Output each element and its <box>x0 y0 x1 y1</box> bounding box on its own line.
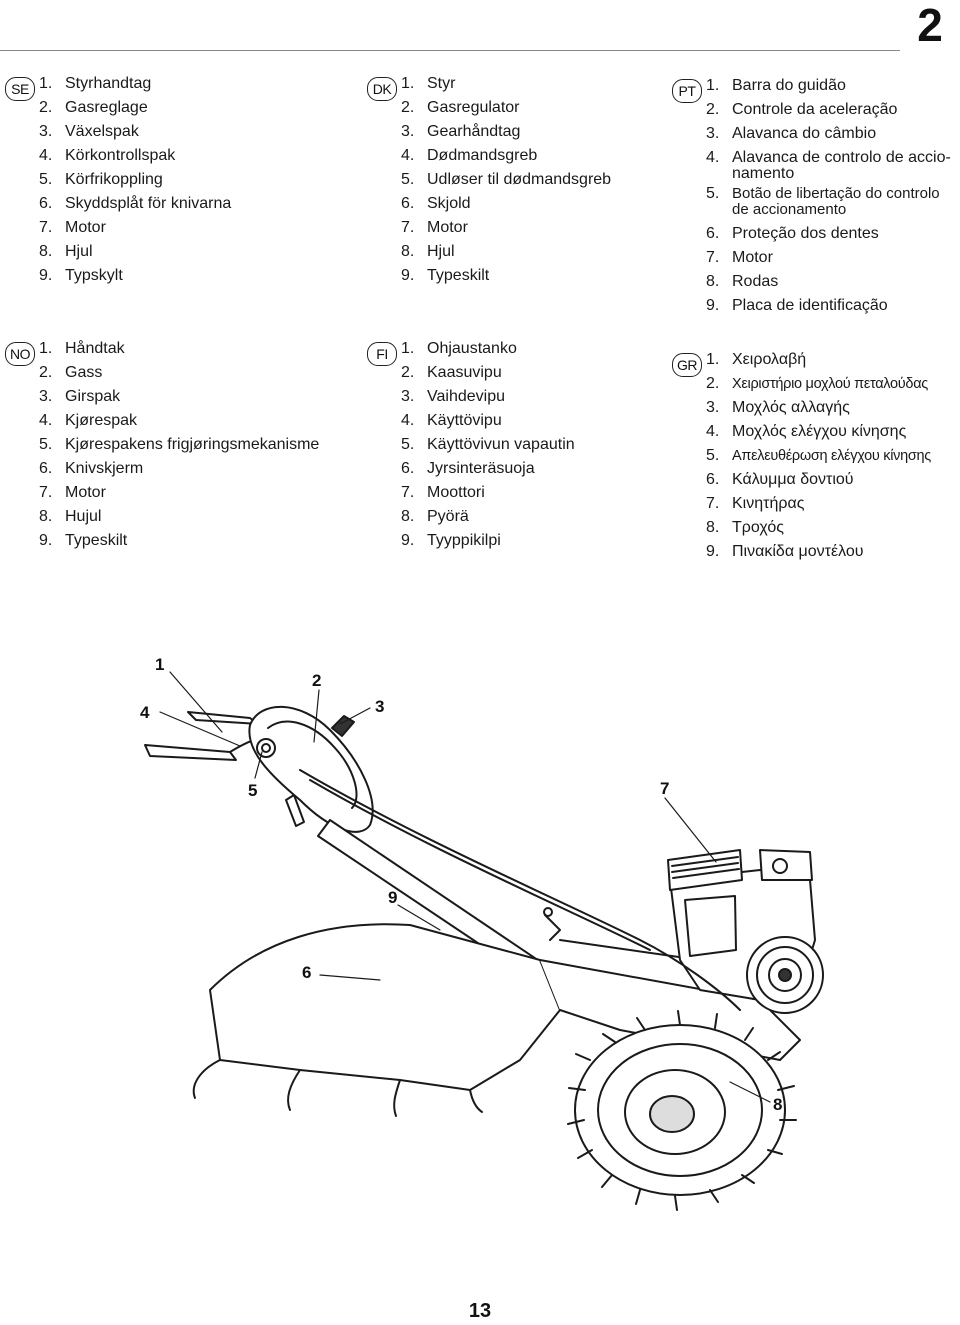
list-item: 1.Styrhandtag <box>39 75 152 92</box>
control-console <box>248 705 374 833</box>
engine-air-filter <box>667 849 743 891</box>
leader-9 <box>397 904 441 931</box>
callout-4: 4 <box>140 703 150 722</box>
leader-1 <box>169 671 223 733</box>
list-item: 7.Moottori <box>401 484 485 501</box>
list-item: 5.Απελευθέρωση ελέγχου κίνησης <box>706 447 931 464</box>
list-item: 9.Typeskilt <box>401 267 490 284</box>
list-item: 9.Tyyppikilpi <box>401 532 501 549</box>
list-item: 5.Udløser til dødmandsgreb <box>401 171 612 188</box>
parts-list-se: 1.Styrhandtag 2.Gasreglage 3.Växelspak 4… <box>39 72 231 288</box>
list-item: 6.Knivskjerm <box>39 460 144 477</box>
parts-list-fi: 1.Ohjaustanko 2.Kaasuvipu 3.Vaihdevipu 4… <box>401 337 575 553</box>
tiller-diagram: 1 2 3 4 5 6 7 8 9 <box>140 655 824 1211</box>
list-item: 7.Motor <box>401 219 468 236</box>
list-item: 1.Ohjaustanko <box>401 340 517 357</box>
list-item: 8.Pyörä <box>401 508 469 525</box>
leader-6 <box>319 974 381 981</box>
lang-badge-gr: GR <box>672 353 702 377</box>
list-item: 7.Motor <box>39 484 106 501</box>
list-item: 7.Motor <box>39 219 106 236</box>
lang-badge-pt: PT <box>672 79 702 103</box>
list-item: 9.Typeskilt <box>39 532 128 549</box>
list-item: 1.Styr <box>401 75 456 92</box>
list-item: 3.Vaihdevipu <box>401 388 505 405</box>
lang-badge-no: NO <box>5 342 35 366</box>
list-item: 6.Jyrsinteräsuoja <box>401 460 535 477</box>
callout-8: 8 <box>773 1095 782 1114</box>
callout-6: 6 <box>302 963 311 982</box>
list-item: 4.Käyttövipu <box>401 412 502 429</box>
callout-9: 9 <box>388 888 397 907</box>
list-item: 8.Hjul <box>401 243 455 260</box>
leader-8 <box>729 1081 771 1103</box>
list-item: 5.Botão de libertação do controlo de acc… <box>706 185 940 218</box>
list-item: 2.Gasreglage <box>39 99 148 116</box>
list-item: 2.Kaasuvipu <box>401 364 502 381</box>
list-item: 6.Proteção dos dentes <box>706 225 879 242</box>
list-item: 6.Skjold <box>401 195 471 212</box>
list-item: 2.Gasregulator <box>401 99 520 116</box>
leader-3 <box>339 707 371 725</box>
list-item: 2.Gass <box>39 364 103 381</box>
list-item: 7.Motor <box>706 249 773 266</box>
callout-2: 2 <box>312 671 321 690</box>
tine-shield <box>209 923 561 1091</box>
callout-3: 3 <box>375 697 384 716</box>
lang-badge-dk: DK <box>367 77 397 101</box>
parts-list-no: 1.Håndtak 2.Gass 3.Girspak 4.Kjørespak 5… <box>39 337 319 553</box>
parts-list-pt: 1.Barra do guidão 2.Controle da aceleraç… <box>706 74 951 318</box>
list-item: 1.Barra do guidão <box>706 77 846 94</box>
leader-4 <box>159 711 241 747</box>
list-item: 5.Kjørespakens frigjøringsmekanisme <box>39 436 320 453</box>
chapter-number: 2 <box>900 0 960 51</box>
handle-bar-lower <box>144 744 237 761</box>
list-item: 8.Τροχός <box>706 519 784 536</box>
callout-7: 7 <box>660 779 669 798</box>
lang-badge-fi: FI <box>367 342 397 366</box>
list-item: 9.Placa de identificação <box>706 297 888 314</box>
list-item: 4.Alavanca de controlo de accio- namento <box>706 149 951 182</box>
list-item: 6.Skyddsplåt för knivarna <box>39 195 232 212</box>
list-item: 8.Rodas <box>706 273 779 290</box>
leader-5 <box>254 751 263 779</box>
list-item: 3.Gearhåndtag <box>401 123 521 140</box>
list-item: 3.Girspak <box>39 388 121 405</box>
callout-1: 1 <box>155 655 164 674</box>
lang-badge-se: SE <box>5 77 35 101</box>
list-item: 6.Κάλυμμα δοντιού <box>706 471 854 488</box>
list-item: 5.Körfrikoppling <box>39 171 163 188</box>
leader-2 <box>313 689 320 743</box>
list-item: 8.Hjul <box>39 243 93 260</box>
list-item: 1.Håndtak <box>39 340 125 357</box>
list-item: 3.Μοχλός αλλαγής <box>706 399 850 416</box>
list-item: 3.Alavanca do câmbio <box>706 125 877 142</box>
list-item: 4.Kjørespak <box>39 412 138 429</box>
list-item: 4.Dødmandsgreb <box>401 147 538 164</box>
handle-bar-upper <box>187 711 259 725</box>
list-item: 5.Käyttövivun vapautin <box>401 436 575 453</box>
list-item: 3.Växelspak <box>39 123 139 140</box>
list-item: 7.Κινητήρας <box>706 495 805 512</box>
parts-list-dk: 1.Styr 2.Gasregulator 3.Gearhåndtag 4.Dø… <box>401 72 611 288</box>
list-item: 8.Hujul <box>39 508 102 525</box>
page-number: 13 <box>468 1300 492 1322</box>
list-item: 2.Χειριστήριο μοχλού πεταλούδας <box>706 375 928 392</box>
header-rule <box>0 50 900 51</box>
list-item: 1.Χειρολαβή <box>706 351 807 368</box>
list-item: 4.Μοχλός ελέγχου κίνησης <box>706 423 907 440</box>
list-item: 9.Typskylt <box>39 267 123 284</box>
list-item: 9.Πινακίδα μοντέλου <box>706 543 864 560</box>
list-item: 4.Körkontrollspak <box>39 147 176 164</box>
callout-5: 5 <box>248 781 257 800</box>
shift-lever <box>331 715 355 737</box>
leader-7 <box>664 797 717 863</box>
parts-list-gr: 1.Χειρολαβή 2.Χειριστήριο μοχλού πεταλού… <box>706 348 931 564</box>
list-item: 2.Controle da aceleração <box>706 101 898 118</box>
